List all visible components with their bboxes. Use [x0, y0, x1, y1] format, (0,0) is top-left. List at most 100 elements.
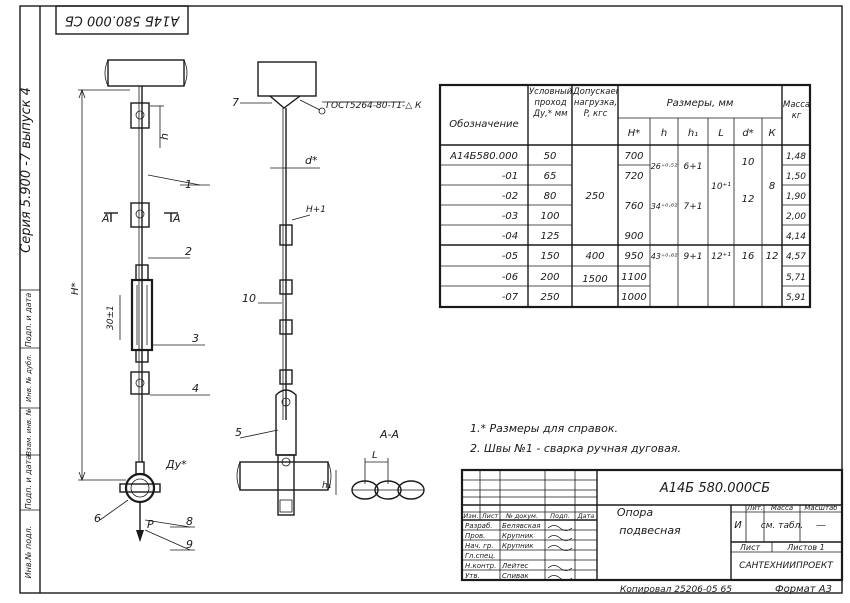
- table-row-dn: 80: [544, 191, 557, 202]
- role-label: Пров.: [465, 532, 485, 540]
- dim-h1-side: h₁: [322, 481, 332, 491]
- table-row-mass: 2,00: [786, 212, 806, 222]
- callout-3: 3: [192, 332, 199, 345]
- merged-K-a: 8: [769, 181, 775, 192]
- th-col-h1: h₁: [688, 128, 698, 139]
- section-title: А-А: [379, 428, 399, 441]
- merged-h1-c: 9+1: [684, 252, 703, 262]
- force-p: P: [147, 518, 154, 531]
- table-row-mass: 4,57: [786, 252, 806, 262]
- dim-dy: Ду*: [165, 458, 187, 471]
- strip-inv: Инв.№ подл.: [24, 526, 33, 579]
- table-row-dn: 200: [540, 272, 559, 283]
- merged-K-b: 12: [766, 251, 779, 262]
- weld-spec: ГОСТ5264-80-Т1-△ К: [326, 101, 422, 111]
- footer-copied: Копировал 25206-05 65: [620, 585, 732, 595]
- merged-L-b: 12⁺¹: [711, 252, 731, 262]
- callout-5: 5: [235, 426, 242, 439]
- series-label: Серия 5.900 -7 выпуск 4: [19, 87, 34, 253]
- table-row-mass: 1,50: [786, 172, 806, 182]
- table-row-designation: -04: [502, 231, 518, 242]
- title-mass-value: см. табл.: [761, 521, 803, 531]
- th-col-H: Н*: [628, 128, 641, 139]
- role-name: Спивак: [502, 572, 529, 580]
- merged-d-a: 10: [742, 157, 755, 168]
- footer-format: Формат А3: [775, 584, 832, 595]
- title-roles: Разраб. Белявская Пров. Крупник Нач. гр.…: [465, 522, 541, 580]
- callout-9: 9: [186, 538, 193, 551]
- role-name: Лейтес: [501, 562, 529, 570]
- title-sheet-label: Лист: [739, 543, 761, 552]
- table-row-designation: -06: [502, 272, 518, 283]
- merged-h1-b: 7+1: [684, 202, 703, 212]
- dim-L-section: L: [372, 450, 378, 461]
- table-row-mass: 4,14: [786, 232, 806, 242]
- role-name: Белявская: [502, 522, 541, 530]
- table-row-H: 720: [624, 171, 643, 182]
- title-lit-value: И: [734, 520, 742, 531]
- table-row-mass: 5,71: [786, 273, 806, 283]
- section-mark-left: А: [101, 212, 110, 225]
- merged-h-b: 34⁺⁰·⁶²: [651, 202, 678, 211]
- merged-h-c: 43⁺⁰·⁶²: [651, 252, 678, 261]
- th-load: Допускаемая нагрузка, P, кгс: [573, 87, 618, 119]
- table-row-H: 760: [624, 201, 643, 212]
- table-row-H: 900: [624, 231, 643, 242]
- role-name: Крупник: [502, 532, 534, 540]
- title-doc-number: А14Б 580.000СБ: [659, 481, 770, 496]
- table-row-H: 1000: [621, 292, 646, 303]
- signatures: [547, 525, 573, 581]
- strip-replace: Взам. инв. №: [25, 408, 33, 456]
- table-rows: А14Б580.000 50 700 1,48 -01 65 720 1,50 …: [449, 151, 806, 303]
- main-view: [78, 59, 210, 551]
- th-dims: Размеры, мм: [667, 98, 734, 109]
- title-name-2: подвесная: [619, 524, 681, 537]
- role-label: Утв.: [465, 572, 480, 580]
- col-date: Дата: [577, 512, 595, 520]
- dim-h-plus-1: Н+1: [306, 205, 326, 215]
- table-row-dn: 100: [540, 211, 559, 222]
- title-scale-value: —: [816, 520, 826, 531]
- table-row-designation: -05: [502, 251, 518, 262]
- merged-d-c: 16: [742, 251, 755, 262]
- col-izm: Изм.: [463, 512, 478, 520]
- title-scale-header: Масштаб: [804, 504, 838, 512]
- title-block: [460, 468, 844, 582]
- th-col-K: К: [768, 128, 776, 139]
- callout-8: 8: [186, 515, 193, 528]
- title-name-1: Опора: [617, 506, 654, 519]
- merged-h-a: 26⁺⁰·⁵²: [651, 162, 678, 171]
- th-col-h: h: [661, 128, 667, 139]
- role-label: Н.контр.: [465, 562, 496, 570]
- col-list: Лист: [481, 512, 499, 520]
- dim-d-star: d*: [305, 154, 318, 167]
- title-cols: Изм. Лист № докум. Подп. Дата: [463, 512, 594, 520]
- th-col-d: d*: [742, 128, 753, 139]
- note-1: 1.* Размеры для справок.: [470, 422, 618, 435]
- th-mass: Масса, кг: [783, 100, 810, 121]
- spec-table: [438, 83, 812, 309]
- table-row-dn: 50: [544, 151, 557, 162]
- role-label: Разраб.: [465, 522, 493, 530]
- merged-load-1500: 1500: [582, 274, 607, 285]
- table-row-designation: -07: [502, 292, 519, 303]
- callout-7: 7: [232, 96, 239, 109]
- title-sheets-label: Листов 1: [786, 543, 825, 552]
- callout-10: 10: [242, 292, 256, 305]
- callout-6: 6: [94, 512, 101, 525]
- table-row-dn: 125: [540, 231, 559, 242]
- left-strip: Подп. и дата Инв. № дубл. Взам. инв. № П…: [19, 289, 41, 594]
- dim-h: h: [158, 133, 171, 140]
- merged-h1-a: 6+1: [684, 162, 703, 172]
- role-label: Нач. гр.: [465, 542, 494, 550]
- merged-load-400: 400: [585, 251, 604, 262]
- merged-L-a: 10⁺¹: [711, 182, 731, 192]
- table-row-dn: 250: [540, 292, 559, 303]
- section-a-a: [351, 458, 425, 500]
- th-designation: Обозначение: [449, 118, 518, 130]
- title-lit-header: Лит.: [746, 504, 763, 512]
- th-dn: Условный проход Ду,* мм: [529, 87, 572, 119]
- dim-H: Н*: [70, 282, 81, 295]
